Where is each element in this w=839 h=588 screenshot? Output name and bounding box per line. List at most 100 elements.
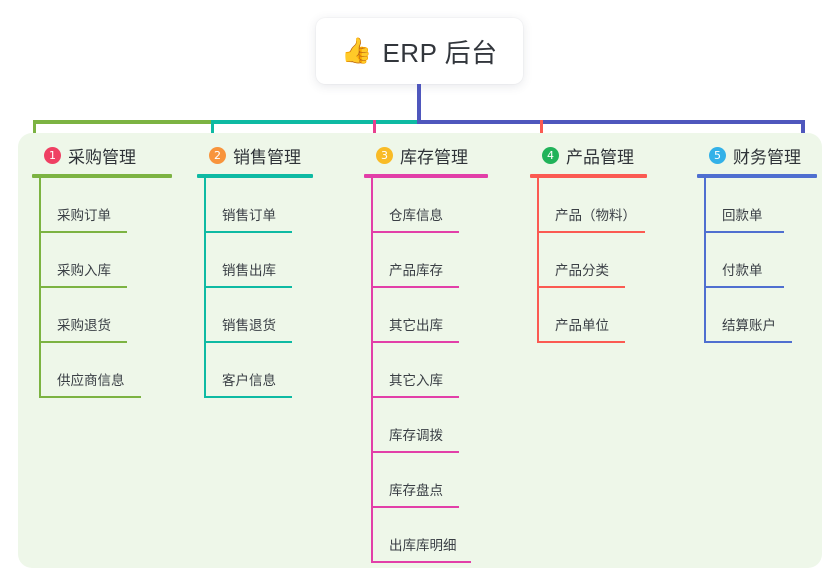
branch-item[interactable]: 产品（物料） (530, 178, 647, 233)
branch-item[interactable]: 采购入库 (32, 233, 172, 288)
branch-number-badge: 4 (542, 146, 559, 164)
branch-item-underline (704, 231, 784, 233)
branch-underline (364, 174, 488, 178)
branch-title: 财务管理 (733, 147, 801, 167)
branch-item-underline (204, 396, 292, 398)
branch-item-underline (704, 341, 792, 343)
branch-item-label: 回款单 (722, 208, 763, 223)
branch-items: 采购订单采购入库采购退货供应商信息 (32, 178, 172, 398)
branch-item-underline (704, 286, 784, 288)
branch-item[interactable]: 销售订单 (197, 178, 313, 233)
branch-item-underline (39, 286, 127, 288)
root-node-card[interactable]: 👍 ERP 后台 (316, 18, 523, 84)
branch-item-underline (371, 396, 459, 398)
branch-column-5: 5 财务管理回款单付款单结算账户 (697, 142, 817, 343)
branch-item[interactable]: 付款单 (697, 233, 817, 288)
branch-items: 回款单付款单结算账户 (697, 178, 817, 343)
branch-number-badge: 2 (209, 146, 226, 164)
branch-spine (537, 178, 539, 343)
branch-items: 仓库信息产品库存其它出库其它入库库存调拨库存盘点出库库明细 (364, 178, 488, 563)
branch-item-underline (371, 561, 471, 563)
branch-number-badge: 3 (376, 146, 393, 164)
thumbs-up-icon: 👍 (341, 36, 373, 65)
branch-column-2: 2 销售管理销售订单销售出库销售退货客户信息 (197, 142, 313, 398)
branch-item-label: 客户信息 (222, 373, 276, 388)
branch-item[interactable]: 采购退货 (32, 288, 172, 343)
branch-items: 销售订单销售出库销售退货客户信息 (197, 178, 313, 398)
branch-item-underline (537, 286, 625, 288)
branch-header-4[interactable]: 4 产品管理 (530, 142, 647, 168)
branch-item-label: 采购退货 (57, 318, 111, 333)
branch-item-underline (371, 231, 459, 233)
branch-spine (39, 178, 41, 398)
branch-item-label: 库存调拨 (389, 428, 443, 443)
branch-spine (204, 178, 206, 398)
bus-segment-teal (211, 120, 419, 124)
trunk-line (417, 84, 421, 122)
branch-item-underline (371, 286, 459, 288)
branch-item-label: 产品分类 (555, 263, 609, 278)
branch-item-label: 采购入库 (57, 263, 111, 278)
branch-column-3: 3 库存管理仓库信息产品库存其它出库其它入库库存调拨库存盘点出库库明细 (364, 142, 488, 563)
branch-item-underline (39, 231, 127, 233)
branch-item-label: 库存盘点 (389, 483, 443, 498)
branch-item-label: 供应商信息 (57, 373, 125, 388)
branch-item[interactable]: 结算账户 (697, 288, 817, 343)
bus-segment-blue (417, 120, 804, 124)
branch-title: 产品管理 (566, 147, 634, 167)
branch-item[interactable]: 采购订单 (32, 178, 172, 233)
branch-item[interactable]: 其它入库 (364, 343, 488, 398)
branch-underline (32, 174, 172, 178)
branch-item[interactable]: 仓库信息 (364, 178, 488, 233)
branch-item[interactable]: 产品库存 (364, 233, 488, 288)
branch-item-underline (39, 341, 127, 343)
branch-item[interactable]: 库存调拨 (364, 398, 488, 453)
branch-item[interactable]: 库存盘点 (364, 453, 488, 508)
branch-item[interactable]: 产品分类 (530, 233, 647, 288)
branch-item-label: 销售出库 (222, 263, 276, 278)
root-node-title: ERP 后台 (382, 37, 498, 68)
branch-header-3[interactable]: 3 库存管理 (364, 142, 488, 168)
branch-item[interactable]: 销售退货 (197, 288, 313, 343)
branch-items: 产品（物料） 产品分类产品单位 (530, 178, 647, 343)
branch-item-underline (537, 341, 625, 343)
branch-item-label: 产品库存 (389, 263, 443, 278)
branch-item-underline (204, 231, 292, 233)
branch-number-badge: 5 (709, 146, 726, 164)
branch-item-underline (371, 506, 459, 508)
branch-item[interactable]: 产品单位 (530, 288, 647, 343)
branch-header-5[interactable]: 5 财务管理 (697, 142, 817, 168)
branch-item-label: 出库库明细 (389, 538, 457, 553)
branch-item[interactable]: 回款单 (697, 178, 817, 233)
branch-item[interactable]: 销售出库 (197, 233, 313, 288)
branch-underline (530, 174, 647, 178)
diagram-panel (18, 133, 822, 568)
branch-item-label: 结算账户 (722, 318, 776, 333)
branch-item[interactable]: 供应商信息 (32, 343, 172, 398)
branch-item-underline (204, 341, 292, 343)
branch-spine (371, 178, 373, 563)
branch-header-2[interactable]: 2 销售管理 (197, 142, 313, 168)
branch-spine (704, 178, 706, 343)
branch-underline (697, 174, 817, 178)
branch-item-label: 其它入库 (389, 373, 443, 388)
branch-item-underline (537, 231, 645, 233)
branch-item-underline (371, 341, 459, 343)
branch-item-label: 付款单 (722, 263, 763, 278)
branch-title: 库存管理 (400, 147, 468, 167)
branch-item[interactable]: 出库库明细 (364, 508, 488, 563)
branch-title: 采购管理 (68, 147, 136, 167)
branch-item-underline (204, 286, 292, 288)
branch-item[interactable]: 客户信息 (197, 343, 313, 398)
branch-item-label: 采购订单 (57, 208, 111, 223)
branch-item-label: 销售订单 (222, 208, 276, 223)
branch-item[interactable]: 其它出库 (364, 288, 488, 343)
branch-title: 销售管理 (233, 147, 301, 167)
branch-item-label: 销售退货 (222, 318, 276, 333)
branch-item-underline (39, 396, 141, 398)
bus-segment-green (33, 120, 213, 124)
branch-item-underline (371, 451, 459, 453)
